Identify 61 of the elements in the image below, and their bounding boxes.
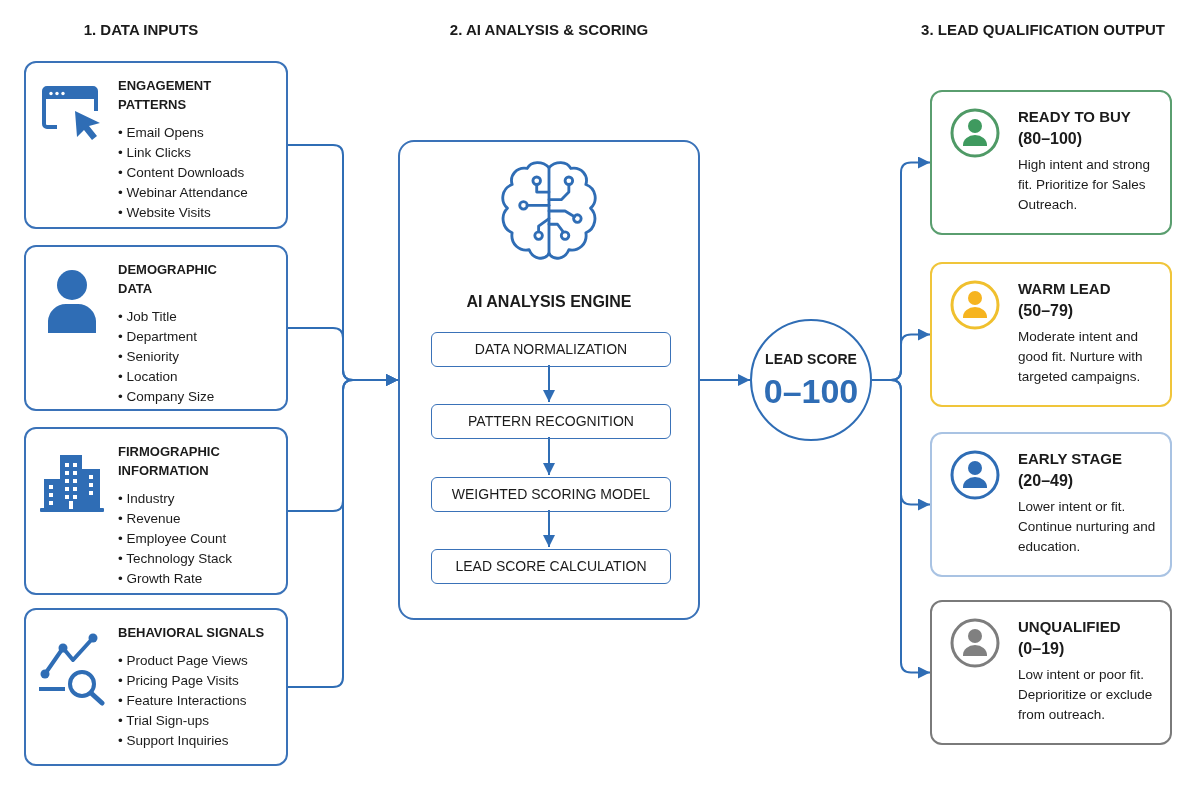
- card-description: High intent and strong fit. Prioritize for Sales Outreach.: [1018, 156, 1152, 214]
- list-item: • Growth Rate: [118, 570, 204, 588]
- list-item: • Seniority: [118, 348, 180, 366]
- list-item: • Employee Count: [118, 530, 228, 548]
- score-range: (20–49): [1018, 471, 1075, 491]
- input-card: [24, 427, 288, 595]
- list-item: • Technology Stack: [118, 550, 234, 568]
- list-item: • Revenue: [118, 510, 182, 528]
- outcome-card: [930, 90, 1172, 235]
- input-card: [24, 608, 288, 766]
- score-range: (0–19): [1018, 639, 1066, 659]
- arrow: [287, 374, 399, 688]
- outcome-card: [930, 262, 1172, 407]
- list-item: • Job Title: [118, 308, 178, 326]
- list-item: • Trial Sign-ups: [118, 712, 210, 730]
- process-box: WEIGHTED SCORING MODEL: [431, 477, 671, 512]
- list-item: • Content Downloads: [118, 164, 246, 182]
- process-box: LEAD SCORE CALCULATION: [431, 549, 671, 584]
- list-item: • Pricing Page Visits: [118, 672, 240, 690]
- score-range: (50–79): [1018, 301, 1075, 321]
- panel-title: AI ANALYSIS ENGINE: [465, 292, 633, 312]
- score-range: 0–100: [763, 372, 859, 410]
- column-heading: 2. AI ANALYSIS & SCORING: [448, 20, 650, 40]
- list-item: • Industry: [118, 490, 176, 508]
- card-description: Lower intent or fit. Continue nurturing and education.: [1018, 498, 1157, 556]
- arrow: [543, 509, 555, 548]
- outcome-card: [930, 600, 1172, 745]
- outcome-card: [930, 432, 1172, 577]
- arrow: [543, 364, 555, 403]
- card-heading: WARM LEAD: [1018, 279, 1112, 299]
- card-heading: DEMOGRAPHIC DATA: [118, 261, 218, 298]
- arrow: [543, 436, 555, 476]
- card-heading: ENGAGEMENT PATTERNS: [118, 77, 213, 114]
- card-heading: BEHAVIORAL SIGNALS: [118, 624, 265, 642]
- column-heading: 1. DATA INPUTS: [82, 20, 200, 40]
- card-description: Low intent or poor fit. Deprioritize or exclude from outreach.: [1018, 666, 1154, 724]
- score-label: LEAD SCORE: [765, 350, 857, 368]
- input-card: [24, 245, 288, 411]
- arrow: [871, 379, 931, 679]
- list-item: • Feature Interactions: [118, 692, 248, 710]
- column-heading: 3. LEAD QUALIFICATION OUTPUT: [920, 20, 1166, 40]
- list-item: • Product Page Views: [118, 652, 249, 670]
- card-heading: FIRMOGRAPHIC INFORMATION: [118, 443, 221, 480]
- engine-panel: [398, 140, 700, 620]
- list-item: • Support Inquiries: [118, 732, 230, 750]
- list-item: • Company Size: [118, 388, 216, 406]
- list-item: • Department: [118, 328, 198, 346]
- card-heading: UNQUALIFIED: [1018, 617, 1122, 637]
- arrow: [699, 374, 751, 386]
- process-box: DATA NORMALIZATION: [431, 332, 671, 367]
- list-item: • Website Visits: [118, 204, 212, 222]
- card-heading: EARLY STAGE: [1018, 449, 1123, 469]
- list-item: • Webinar Attendance: [118, 184, 249, 202]
- process-box: PATTERN RECOGNITION: [431, 404, 671, 439]
- card-heading: READY TO BUY: [1018, 107, 1132, 127]
- list-item: • Location: [118, 368, 179, 386]
- input-card: [24, 61, 288, 229]
- card-description: Moderate intent and good fit. Nurture with targeted campaigns.: [1018, 328, 1144, 386]
- list-item: • Link Clicks: [118, 144, 192, 162]
- list-item: • Email Opens: [118, 124, 205, 142]
- score-range: (80–100): [1018, 129, 1084, 149]
